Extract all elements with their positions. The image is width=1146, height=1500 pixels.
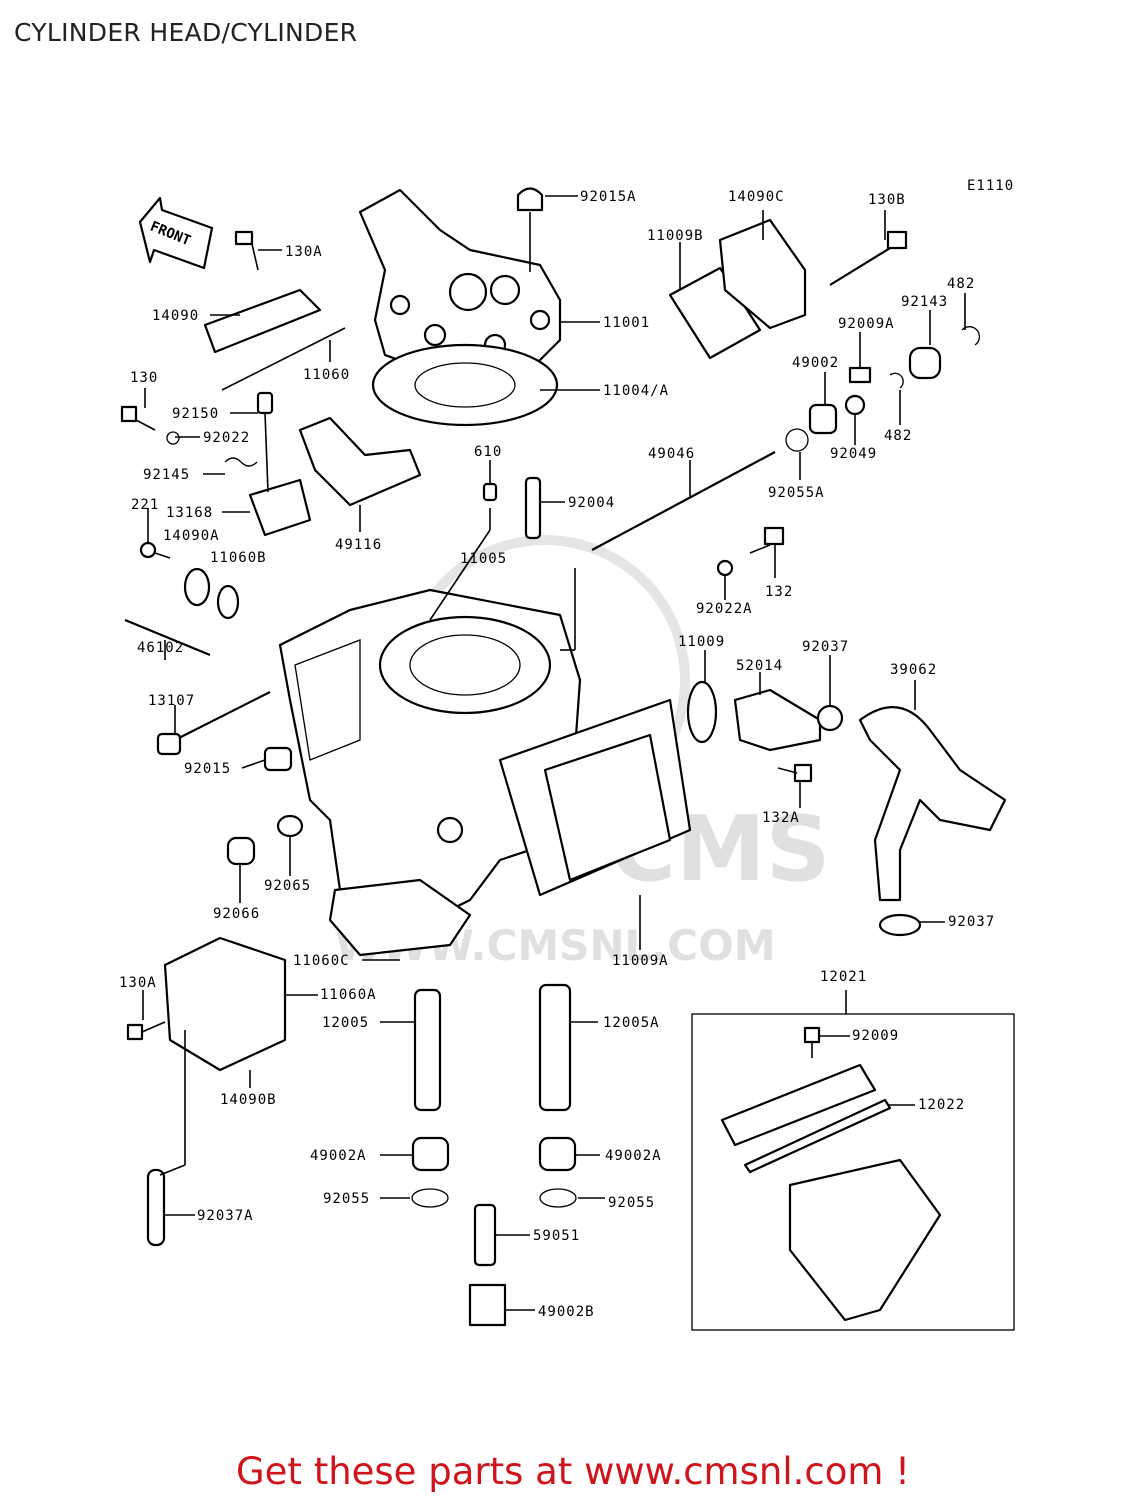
part-label: 52014	[736, 658, 783, 674]
cta-banner[interactable]: Get these parts at www.cmsnl.com !	[235, 1450, 910, 1493]
part-label: 12005	[322, 1015, 369, 1031]
part-label: 49002	[792, 355, 839, 371]
part-label: 59051	[533, 1228, 580, 1244]
part-label: 11001	[603, 315, 650, 331]
part-label: 92037	[802, 639, 849, 655]
part-label: 92055	[323, 1191, 370, 1207]
part-label: 14090B	[220, 1092, 277, 1108]
gasket-11009b	[668, 266, 762, 360]
part-label: 39062	[890, 662, 937, 678]
part-label: 13168	[166, 505, 213, 521]
part-label: 13107	[148, 693, 195, 709]
part-label: 92145	[143, 467, 190, 483]
part-label: 11009	[678, 634, 725, 650]
part-label: 11005	[460, 551, 507, 567]
part-label: 11060A	[320, 987, 377, 1003]
part-label: 14090C	[728, 189, 785, 205]
part-label: 92004	[568, 495, 615, 511]
leader-lines	[142, 195, 966, 1311]
part-label: 92049	[830, 446, 877, 462]
part-label: 92055	[608, 1195, 655, 1211]
part-label: 92037A	[197, 1208, 254, 1224]
cover-14090	[203, 288, 322, 354]
part-label: 92143	[901, 294, 948, 310]
part-label: 11004/A	[603, 383, 669, 399]
cylinder-body	[278, 588, 582, 922]
page-title: CYLINDER HEAD/CYLINDER	[14, 18, 358, 47]
reed-valve-box	[691, 1013, 1015, 1331]
lever-13168	[248, 478, 312, 537]
part-label: 92022	[203, 430, 250, 446]
valve-12005	[413, 988, 442, 1112]
exploded-parts-diagram: CMS WWW.CMSNL.COM E1110 FRONT	[119, 178, 1015, 1331]
part-label: 482	[884, 428, 912, 444]
part-label: 49002B	[538, 1304, 595, 1320]
part-label: 92065	[264, 878, 311, 894]
part-label: 130A	[119, 975, 157, 991]
part-label: 130A	[285, 244, 323, 260]
cover-14090c	[718, 218, 807, 330]
part-label: 92022A	[696, 601, 753, 617]
gasket-11060c	[328, 878, 472, 957]
part-label: 46102	[137, 640, 184, 656]
front-arrow-icon: FRONT	[138, 196, 214, 270]
part-label: 92009A	[838, 316, 895, 332]
cylinder-head	[358, 188, 562, 427]
part-label: 12021	[820, 969, 867, 985]
part-label: 92066	[213, 906, 260, 922]
part-label: 610	[474, 444, 502, 460]
part-label: 49002A	[605, 1148, 662, 1164]
hose-39062	[858, 706, 1007, 902]
part-label: 221	[131, 497, 159, 513]
part-label: 49046	[648, 446, 695, 462]
part-label: 12005A	[603, 1015, 660, 1031]
part-label: 92037	[948, 914, 995, 930]
bolt-130b-icon	[886, 230, 908, 250]
valve-49116	[298, 416, 422, 507]
part-label: 130B	[868, 192, 906, 208]
diagram-code: E1110	[967, 178, 1014, 194]
part-label: 92015	[184, 761, 231, 777]
part-label: 482	[947, 276, 975, 292]
part-label: 14090A	[163, 528, 220, 544]
part-label: 92150	[172, 406, 219, 422]
part-label: 92055A	[768, 485, 825, 501]
part-label: 132	[765, 584, 793, 600]
part-label: 132A	[762, 810, 800, 826]
cap-nut-icon	[516, 187, 544, 212]
part-label: 130	[130, 370, 158, 386]
part-label: 11060B	[210, 550, 267, 566]
part-label: 11009A	[612, 953, 669, 969]
part-label: 11060C	[293, 953, 350, 969]
part-label: 92009	[852, 1028, 899, 1044]
part-label: 49116	[335, 537, 382, 553]
part-label: 49002A	[310, 1148, 367, 1164]
part-label: 11060	[303, 367, 350, 383]
part-label: 12022	[918, 1097, 965, 1113]
part-labels: 92015A 14090C 130B 11009B 130A 14090 110…	[119, 189, 995, 1320]
part-label: 11009B	[647, 228, 704, 244]
cover-14090b	[163, 936, 287, 1072]
part-label: 14090	[152, 308, 199, 324]
part-label: 92015A	[580, 189, 637, 205]
fitting-52014	[733, 688, 822, 752]
valve-12005a	[538, 983, 572, 1112]
